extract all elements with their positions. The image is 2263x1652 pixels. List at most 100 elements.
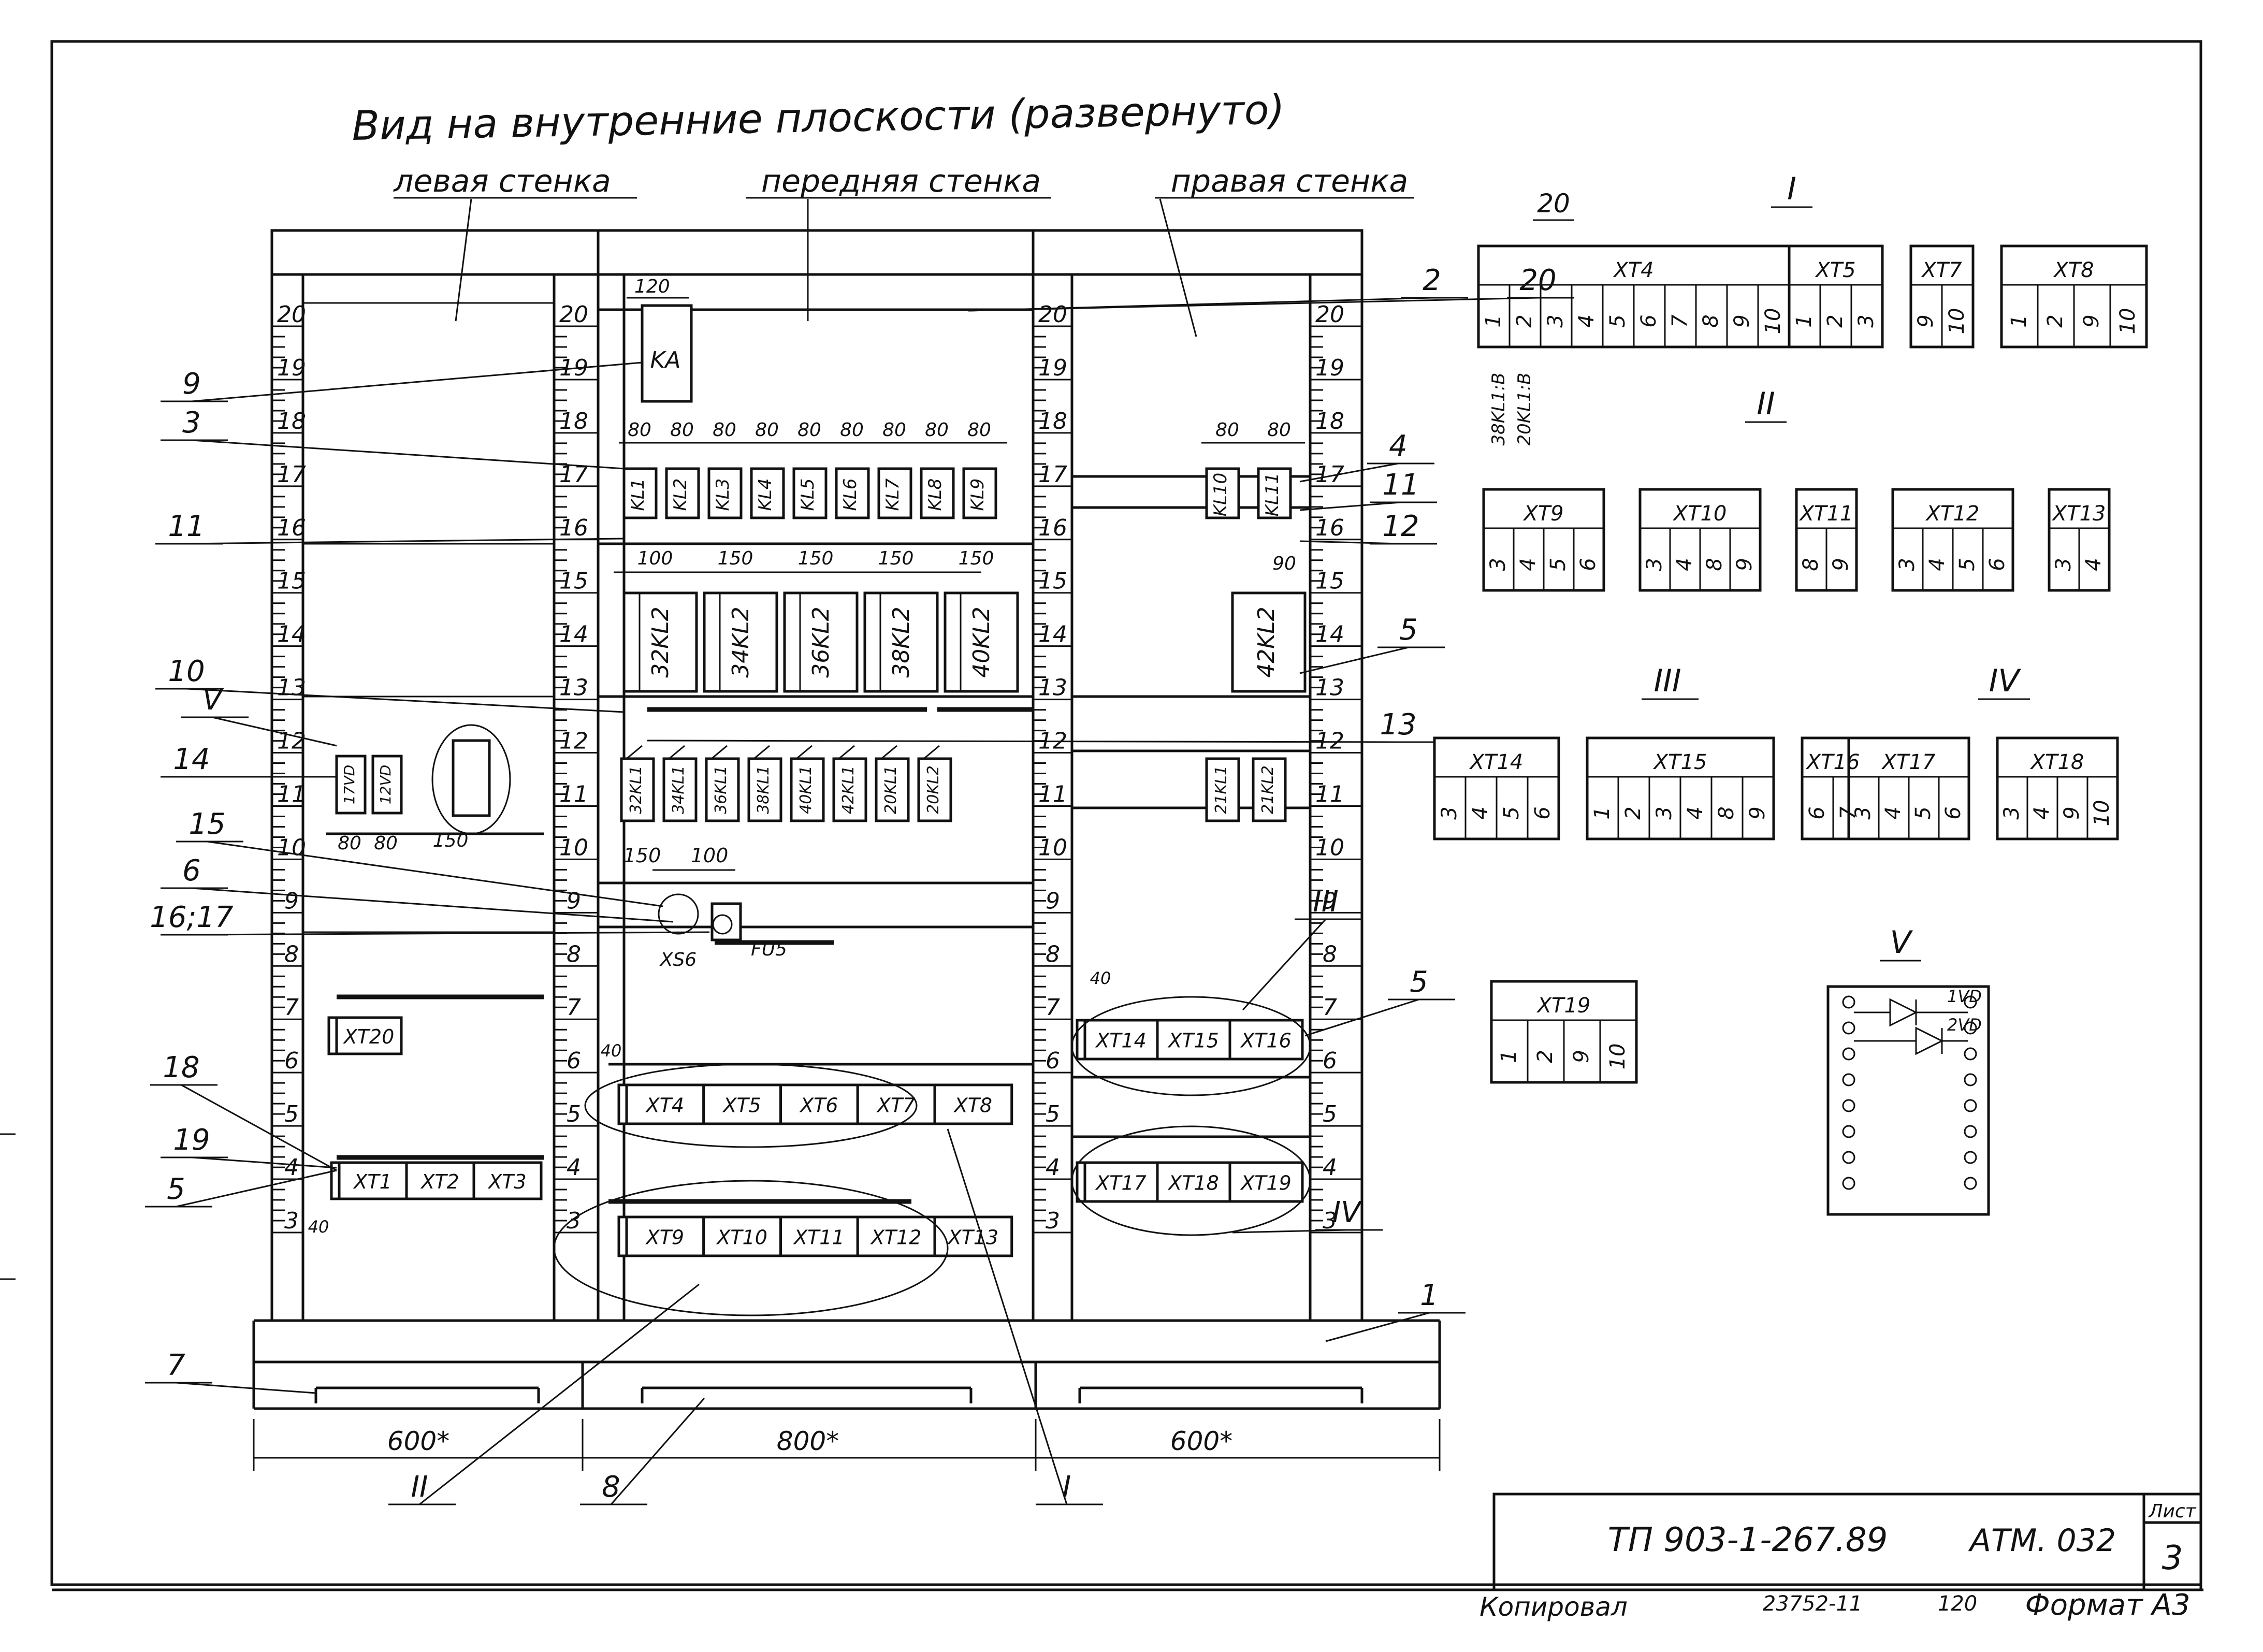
callout-i-ellipse — [584, 1063, 918, 1148]
scale-number: 16 — [1315, 515, 1344, 541]
kl-right-relay — [1205, 467, 1240, 519]
scale-number: 8 — [284, 941, 299, 967]
detail-cell: 6 — [1985, 558, 2009, 571]
right-lower-relay — [1205, 757, 1240, 822]
detail-cell: 10 — [1606, 1044, 1630, 1070]
detail-name: XT16 — [1806, 750, 1860, 774]
relay-label: 32KL2 — [647, 606, 674, 677]
kl-dim: 80 — [840, 419, 864, 441]
detail-cell: 1 — [1482, 314, 1505, 327]
label-left-wall: левая стенка — [393, 163, 611, 199]
detail-cell: 9 — [1914, 314, 1938, 327]
detail-name: XT18 — [2030, 750, 2084, 774]
pin — [1964, 1125, 1977, 1138]
kl-label: KL2 — [670, 479, 691, 511]
callout-leader — [610, 1398, 705, 1505]
detail-cell: 5 — [1500, 806, 1524, 819]
scale-number: 5 — [1046, 1101, 1060, 1127]
lower-relay-lead — [923, 745, 940, 760]
scale-number: 14 — [559, 621, 588, 648]
section-II: II — [1757, 386, 1775, 422]
detail-cell: 9 — [1570, 1050, 1593, 1063]
scale-number: 7 — [1323, 994, 1337, 1021]
lower-relay — [620, 757, 655, 822]
detail-cell: 10 — [1761, 308, 1785, 335]
pin — [1964, 995, 1977, 1009]
lower-relay-label: 42KL1 — [839, 765, 858, 814]
section-I: I — [1787, 171, 1796, 207]
terminal-lower-label: XT11 — [793, 1226, 845, 1249]
callout-leader — [191, 1156, 337, 1169]
terminal-upper — [933, 1083, 1013, 1125]
scale-number: 12 — [559, 728, 588, 755]
callout-number: 5 — [167, 1172, 185, 1206]
kl-relay — [835, 467, 870, 519]
terminal-right-lower-label: XT19 — [1240, 1172, 1292, 1195]
callout-leader — [207, 841, 663, 907]
kl-label: KL4 — [755, 479, 776, 511]
dim-right: 600* — [1170, 1426, 1232, 1456]
left-small-dim: 80 — [374, 833, 398, 854]
pin — [1964, 1099, 1977, 1112]
callout-leader — [947, 1128, 1068, 1505]
scale-number: 5 — [1323, 1101, 1337, 1127]
xs-socket — [658, 893, 699, 935]
small-relay — [371, 755, 403, 815]
detail-name: XT14 — [1469, 750, 1524, 774]
callout-number: 11 — [1382, 468, 1419, 502]
terminal-right-lower — [1228, 1161, 1304, 1203]
label-front-wall: передняя стенка — [761, 163, 1041, 199]
fu-circle — [712, 914, 733, 935]
callout-number: 15 — [188, 807, 225, 841]
detail-cell: 9 — [2080, 314, 2104, 327]
detail-cell: 2 — [2043, 314, 2067, 327]
terminal-right-lower-label: XT17 — [1095, 1172, 1147, 1195]
lower-relay — [832, 757, 867, 822]
scale-number: 4 — [1046, 1154, 1060, 1181]
scale-number: 15 — [559, 568, 588, 595]
callout-leader — [419, 1283, 700, 1505]
scale-number: 20 — [1038, 301, 1067, 328]
scale-number: 11 — [277, 781, 306, 807]
wire-label: 38KL1:B — [1488, 373, 1509, 446]
scale-number: 13 — [559, 675, 588, 701]
detail-cell: 6 — [1531, 806, 1555, 819]
detail-name: XT19 — [1536, 994, 1591, 1018]
section-IV: IV — [1989, 663, 2022, 699]
scale-number: 7 — [567, 994, 581, 1021]
detail-cell: 6 — [1576, 558, 1600, 571]
pin — [1842, 1099, 1855, 1112]
kl-label: KL5 — [797, 479, 818, 511]
scale-number: 3 — [567, 1208, 581, 1234]
lower-relay-lead — [881, 745, 897, 760]
relay-dim: 150 — [959, 548, 994, 569]
terminal-lower — [625, 1215, 705, 1257]
lower-relay — [662, 757, 698, 822]
kl-dim: 80 — [628, 419, 651, 441]
diode-label: 1VD — [1947, 987, 1982, 1006]
detail-cell: 6 — [1941, 806, 1965, 819]
detail-cell: 3 — [1854, 314, 1878, 327]
callout-number: 9 — [182, 367, 201, 401]
scale-number: 12 — [1315, 728, 1344, 755]
terminal-upper — [856, 1083, 936, 1125]
scale-number: 19 — [1315, 355, 1344, 381]
detail-cell: 8 — [1799, 558, 1823, 571]
scale-number: 8 — [1323, 941, 1337, 967]
relay-32 — [783, 591, 859, 693]
lower-relay-label: 34KL1 — [670, 765, 688, 814]
callout-leader — [1299, 462, 1399, 483]
kl-dim: 80 — [925, 419, 949, 441]
scale-number: 6 — [284, 1048, 299, 1074]
relay-32 — [703, 591, 778, 693]
detail-cell: 9 — [2060, 806, 2084, 819]
right-lower-label: 21KL2 — [1259, 765, 1277, 814]
scale-number: 20 — [277, 301, 306, 328]
callout-number: 1 — [1420, 1279, 1439, 1312]
callout-number: 2 — [1423, 264, 1441, 297]
sheet-number: 3 — [2162, 1539, 2183, 1577]
terminal-upper — [702, 1083, 782, 1125]
kl-right-relay — [1257, 467, 1292, 519]
callout-ii-ellipse — [553, 1180, 949, 1316]
